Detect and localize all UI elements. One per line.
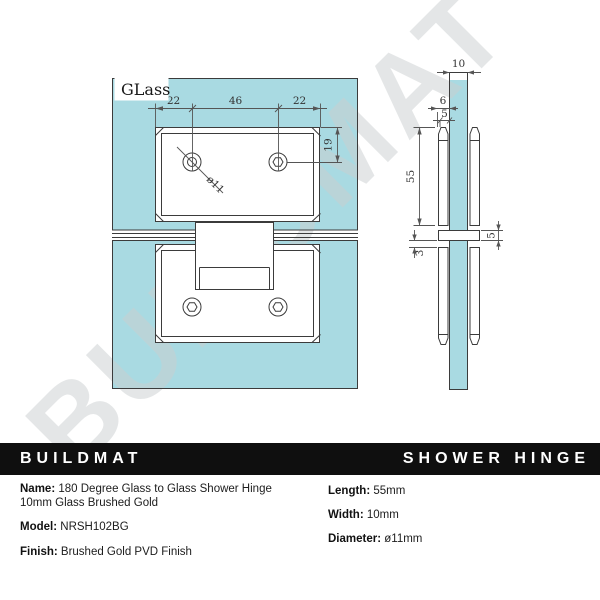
front-view-dimensions bbox=[148, 103, 342, 194]
dim-22-left: 22 bbox=[167, 95, 180, 107]
spec-label: Finish: bbox=[20, 545, 58, 558]
technical-drawing: BUILDMAT bbox=[3, 0, 533, 443]
dim-19: 19 bbox=[323, 138, 335, 151]
title-bar: BUILDMAT SHOWER HINGE bbox=[0, 443, 600, 475]
dim-6: 6 bbox=[440, 95, 447, 107]
spec-row-finish: Finish: Brushed Gold PVD Finish bbox=[20, 546, 305, 560]
front-view bbox=[112, 78, 358, 389]
dim-10: 10 bbox=[452, 58, 465, 70]
dim-55: 55 bbox=[405, 170, 417, 183]
brand-name: BUILDMAT bbox=[20, 450, 143, 467]
spec-label: Name: bbox=[20, 483, 56, 495]
spec-row-name: Name: 180 Degree Glass to Glass Shower H… bbox=[20, 483, 305, 510]
product-title: SHOWER HINGE bbox=[402, 450, 590, 467]
spec-column-right: Length: 55mm Width: 10mm Diameter: ø11mm bbox=[328, 485, 588, 557]
side-view-dim-labels: 10 6 5 55 5 3 bbox=[405, 58, 498, 256]
dim-22-right: 22 bbox=[293, 95, 306, 107]
glass-label-text: GLass bbox=[121, 80, 170, 99]
spec-row-length: Length: 55mm bbox=[328, 485, 588, 499]
glass-label: GLass bbox=[114, 77, 170, 101]
spec-value: 180 Degree Glass to Glass Shower Hinge 1… bbox=[20, 483, 272, 509]
spec-value: 55mm bbox=[373, 485, 406, 497]
dim-46: 46 bbox=[229, 95, 243, 107]
dim-5: 5 bbox=[441, 108, 448, 120]
spec-row-width: Width: 10mm bbox=[328, 509, 588, 523]
spec-value: 10mm bbox=[366, 509, 399, 521]
side-view-dimensions bbox=[409, 70, 503, 258]
spec-label: Length: bbox=[328, 485, 371, 497]
spec-value: ø11mm bbox=[384, 533, 423, 545]
spec-label: Model: bbox=[20, 521, 58, 533]
side-view bbox=[438, 72, 480, 390]
spec-label: Width: bbox=[328, 509, 364, 521]
spec-section: Name: 180 Degree Glass to Glass Shower H… bbox=[0, 475, 600, 600]
dim-3: 3 bbox=[414, 250, 426, 257]
spec-value: Brushed Gold PVD Finish bbox=[60, 545, 192, 558]
spec-value: NRSH102BG bbox=[60, 521, 129, 533]
spec-column-left: Name: 180 Degree Glass to Glass Shower H… bbox=[20, 483, 305, 570]
spec-label: Diameter: bbox=[328, 533, 382, 545]
spec-row-model: Model: NRSH102BG bbox=[20, 521, 305, 535]
dim-gap-5: 5 bbox=[486, 232, 498, 239]
spec-row-diameter: Diameter: ø11mm bbox=[328, 533, 588, 547]
